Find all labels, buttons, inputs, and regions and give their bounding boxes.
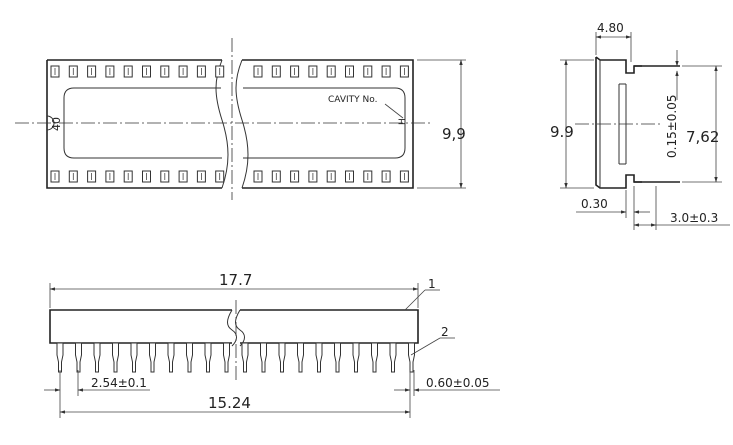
- top-view-pin: [87, 170, 97, 183]
- cavity-leader: [384, 103, 404, 119]
- front-view-pin: [186, 342, 193, 373]
- side-view: 4.80 9.9 0.15±0.05 7,62 0.30 3.0±0.3: [550, 21, 730, 230]
- top-view-body-right: [242, 59, 414, 189]
- pin-one-mark: 40: [50, 117, 63, 131]
- top-view-pin: [50, 65, 60, 78]
- top-view-pin: [308, 170, 318, 183]
- top-view-pin: [178, 65, 188, 78]
- side-view-top-dimension: 4.80: [597, 21, 624, 35]
- top-view-pin: [253, 65, 263, 78]
- top-view-pin: [326, 170, 336, 183]
- front-view-pin: [260, 342, 267, 373]
- pin-span-dimension: 15.24: [208, 394, 251, 412]
- top-view-pin: [363, 65, 373, 78]
- top-view-pin: [326, 65, 336, 78]
- top-view-pin: [215, 170, 225, 183]
- top-view-pin: [290, 65, 300, 78]
- top-view-pin: [68, 170, 78, 183]
- front-view-pin: [408, 342, 415, 373]
- front-view-pin: [167, 342, 175, 373]
- top-view-break-line: [215, 59, 229, 189]
- top-view-pin: [399, 65, 409, 78]
- front-view-pin-row: [56, 342, 415, 373]
- top-view-pin-row-upper: [50, 65, 409, 78]
- pin-length-dimension: 3.0±0.3: [670, 211, 718, 225]
- side-view-left-dimension: 9.9: [550, 123, 574, 141]
- front-view-pin: [56, 342, 64, 373]
- front-view-pin: [75, 342, 82, 373]
- top-view-pin: [50, 170, 60, 183]
- front-view-pin: [112, 342, 119, 373]
- front-view-body-right: [240, 309, 419, 344]
- callout-1: 1: [428, 277, 436, 291]
- front-view-pin: [130, 342, 138, 373]
- top-view-window: [63, 87, 406, 159]
- top-view-pin-row-lower: [50, 170, 409, 183]
- front-view-pin: [149, 342, 156, 373]
- front-view-pin: [223, 342, 230, 373]
- top-view-pin: [271, 65, 281, 78]
- front-view-pin: [371, 342, 378, 373]
- top-view-pin: [290, 170, 300, 183]
- top-view-pin: [253, 170, 263, 183]
- top-view-pin: [196, 170, 206, 183]
- top-view-pin: [363, 170, 373, 183]
- front-view-pin: [297, 342, 304, 373]
- callout-2: 2: [441, 325, 449, 339]
- top-view-pin: [345, 65, 354, 78]
- pin-pitch-dimension: 2.54±0.1: [91, 376, 147, 390]
- cavity-mark: H: [398, 118, 408, 125]
- top-view-pin: [345, 170, 354, 183]
- front-view-break-line-2: [235, 309, 245, 347]
- front-view-pin: [278, 342, 286, 373]
- top-view-pin: [196, 65, 206, 78]
- callout-1-leader: [404, 289, 426, 311]
- top-view-pin: [160, 65, 170, 78]
- top-view-pin: [271, 170, 281, 183]
- front-view-pin: [334, 342, 341, 373]
- pin-offset-dimension: 0.30: [581, 197, 608, 211]
- top-view-body-left: [46, 59, 222, 189]
- front-view: 17.7 1 2 2.54±0.1 0.60±0.05 15.24: [44, 271, 500, 418]
- row-pitch-dimension: 7,62: [686, 128, 719, 146]
- top-view-pin: [123, 170, 133, 183]
- top-view-pin: [105, 170, 115, 183]
- front-view-pin: [241, 342, 249, 373]
- top-view-pin: [68, 65, 78, 78]
- front-view-pin: [204, 342, 212, 373]
- body-length-dimension: 17.7: [219, 271, 252, 289]
- top-view-pin: [87, 65, 97, 78]
- top-view-pin: [381, 65, 391, 78]
- top-view-height-dimension: 9,9: [442, 125, 466, 143]
- top-view-pin: [308, 65, 318, 78]
- top-view-pin: [215, 65, 225, 78]
- front-view-pin: [93, 342, 101, 373]
- front-view-pin: [315, 342, 323, 373]
- top-view-pin: [381, 170, 391, 183]
- top-view-pin: [178, 170, 188, 183]
- front-view-body-left: [49, 309, 232, 344]
- top-view-pin: [105, 65, 115, 78]
- top-view-break-line-2: [235, 59, 249, 189]
- top-view-pin: [142, 65, 151, 78]
- pin-width-dimension: 0.15±0.05: [665, 95, 679, 159]
- pin-thickness-dimension: 0.60±0.05: [426, 376, 490, 390]
- front-view-break-line: [227, 309, 237, 347]
- callout-2-leader: [410, 337, 441, 356]
- top-view-pin: [123, 65, 133, 78]
- top-view: 40 CAVITY No. H 9,9: [15, 38, 466, 200]
- front-view-pin: [352, 342, 360, 373]
- cavity-label: CAVITY No.: [328, 95, 377, 105]
- top-view-pin: [399, 170, 409, 183]
- top-view-pin: [160, 170, 170, 183]
- top-view-pin: [142, 170, 151, 183]
- front-view-pin: [389, 342, 397, 373]
